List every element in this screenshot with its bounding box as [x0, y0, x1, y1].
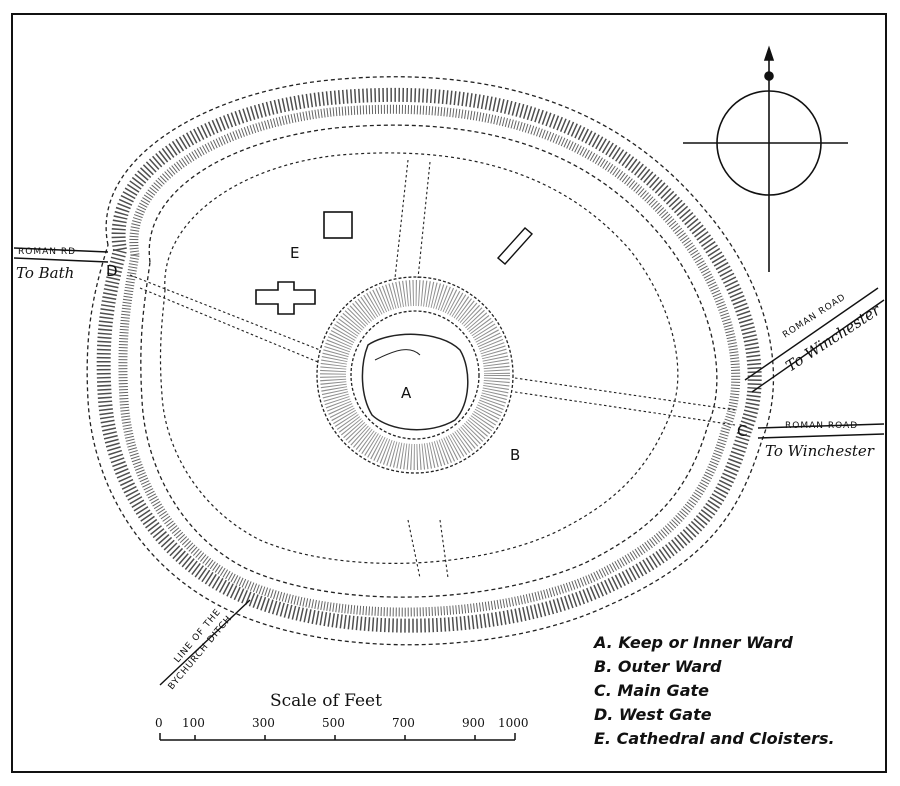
scale-numbers: 0 100 300 500 700 900 1000 [155, 716, 529, 730]
label-a: A [401, 384, 412, 402]
scale-bar [159, 733, 516, 741]
scale-tick-300: 300 [252, 716, 275, 730]
map-border [11, 13, 887, 773]
label-e: E [290, 244, 299, 262]
scale-tick-0: 0 [155, 716, 163, 730]
legend-item-d: D. West Gate [594, 705, 712, 724]
road-winchester-ne-dest: To Winchester [782, 300, 884, 375]
outer-rampart [86, 76, 775, 646]
legend-item-b: B. Outer Ward [594, 657, 722, 676]
roads [13, 247, 885, 686]
scale-tick-700: 700 [392, 716, 415, 730]
compass-rose-icon [683, 45, 848, 272]
keep-ring [316, 276, 514, 474]
scale-tick-500: 500 [322, 716, 345, 730]
scale-title: Scale of Feet [270, 691, 382, 711]
road-bath-name: ROMAN RD [18, 247, 76, 257]
road-winchester-e-dest: To Winchester [765, 442, 875, 460]
label-c: C [737, 422, 747, 440]
scale-tick-900: 900 [462, 716, 485, 730]
scale-tick-1000: 1000 [498, 716, 529, 730]
legend-item-c: C. Main Gate [594, 681, 709, 700]
scale-tick-100: 100 [182, 716, 205, 730]
cathedral-buildings [255, 211, 534, 315]
label-d: D [106, 262, 118, 280]
road-winchester-e-name: ROMAN ROAD [785, 421, 858, 431]
trackways [129, 159, 736, 579]
legend-item-e: E. Cathedral and Cloisters. [594, 729, 835, 748]
legend: A. Keep or Inner Ward B. Outer Ward C. M… [592, 633, 835, 748]
road-bath-dest: To Bath [16, 264, 74, 282]
legend-item-a: A. Keep or Inner Ward [592, 633, 793, 652]
label-b: B [510, 446, 520, 464]
outer-ward-boundary [159, 152, 679, 565]
